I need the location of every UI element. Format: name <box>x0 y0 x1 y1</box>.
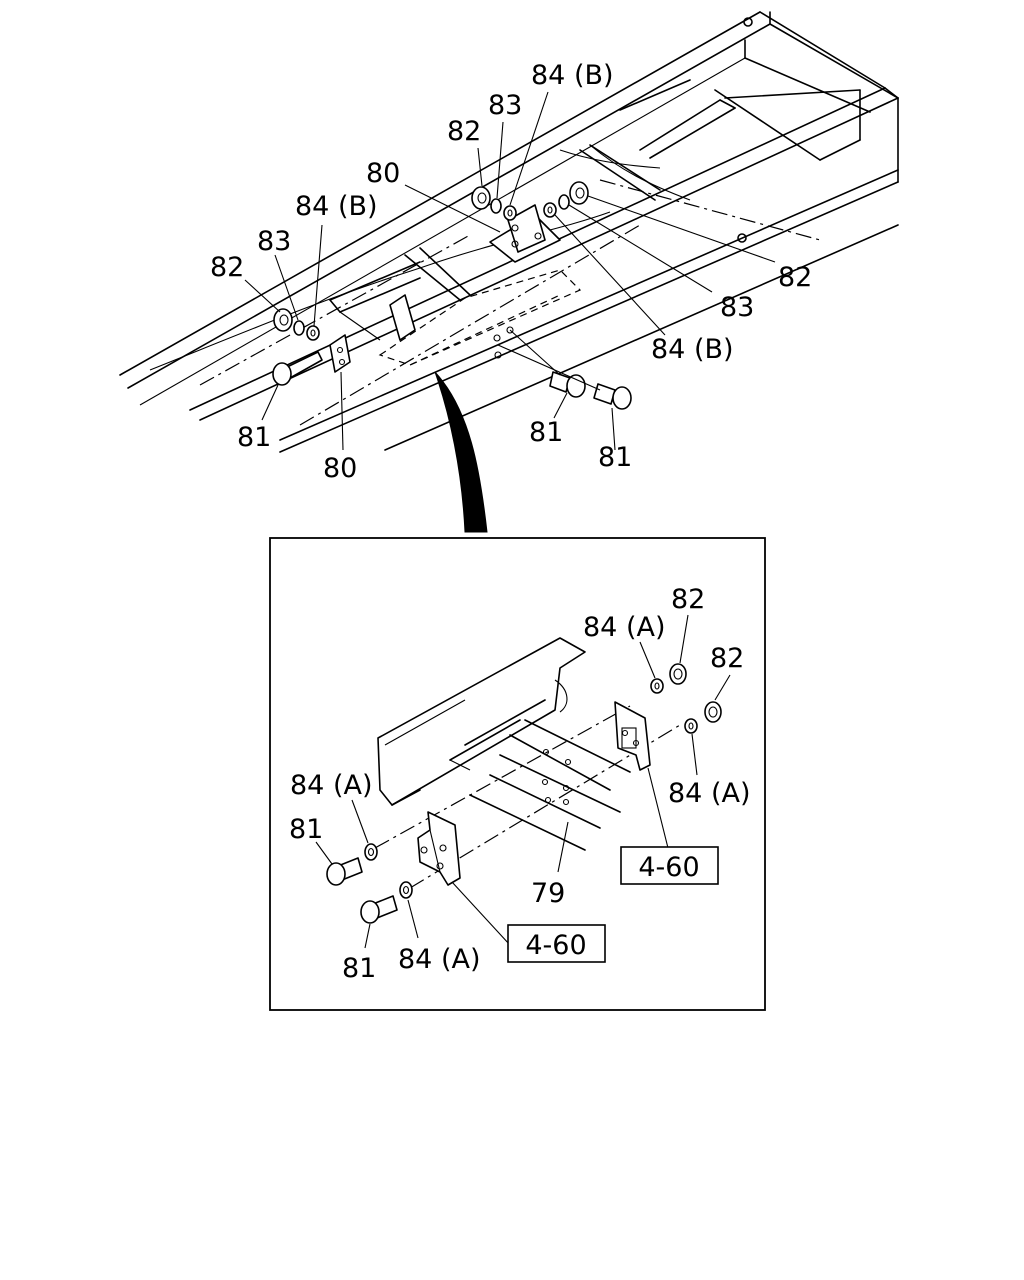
callout-82: 82 <box>671 584 705 615</box>
reference-label-right: 4-60 <box>638 852 699 883</box>
callout-81: 81 <box>289 814 323 845</box>
chassis-frame <box>119 11 899 453</box>
leaders-detail <box>315 614 731 949</box>
callout-80: 80 <box>366 158 400 189</box>
callout-84b: 84 (B) <box>651 334 734 365</box>
callout-82: 82 <box>210 252 244 283</box>
callouts-top: 82 83 84 (B) 80 82 83 84 (B) 82 83 84 (B… <box>210 60 812 484</box>
callout-84a: 84 (A) <box>583 612 665 643</box>
callout-80: 80 <box>323 453 357 484</box>
detail-bracket-left <box>417 811 461 886</box>
callout-84a: 84 (A) <box>290 770 372 801</box>
callout-84a: 84 (A) <box>668 778 750 809</box>
fasteners-top <box>272 181 632 410</box>
bracket-80-left <box>329 294 416 373</box>
leaders-top <box>244 91 776 451</box>
reference-label-left: 4-60 <box>525 930 586 961</box>
fasteners-detail <box>326 663 722 924</box>
callout-81: 81 <box>342 953 376 984</box>
reference-box-left <box>507 924 606 963</box>
callout-83: 83 <box>257 226 291 257</box>
callout-81: 81 <box>529 417 563 448</box>
callout-82: 82 <box>447 116 481 147</box>
callout-82: 82 <box>778 262 812 293</box>
reference-box-right <box>620 846 719 885</box>
callout-84b: 84 (B) <box>295 191 378 222</box>
detail-bracket-right <box>614 701 651 771</box>
callout-79: 79 <box>531 878 565 909</box>
callout-84a: 84 (A) <box>398 944 480 975</box>
detail-pointer <box>434 371 488 533</box>
callouts-detail: 84 (A) 82 82 84 (A) 84 (A) 81 79 81 84 (… <box>289 584 750 984</box>
callout-82: 82 <box>710 643 744 674</box>
detail-frame <box>269 537 766 1011</box>
callout-81: 81 <box>237 422 271 453</box>
detail-frame-rail <box>374 637 681 889</box>
callout-83: 83 <box>488 90 522 121</box>
callout-81: 81 <box>598 442 632 473</box>
callout-83: 83 <box>720 292 754 323</box>
bracket-80-right <box>489 204 561 263</box>
callout-84b: 84 (B) <box>531 60 614 91</box>
